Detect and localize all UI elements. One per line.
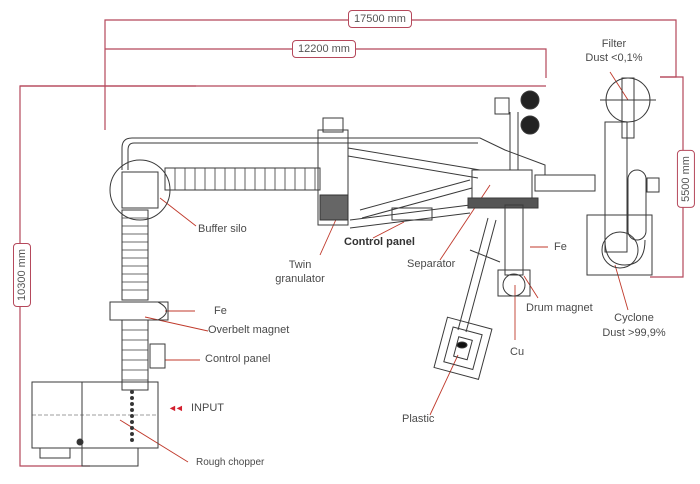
- label-control-panel-top: Control panel: [344, 236, 415, 248]
- label-control-panel-left: Control panel: [205, 353, 271, 365]
- input-arrows-icon: ◄◄: [168, 403, 184, 413]
- label-twin-granulator-line1: Twin: [288, 259, 312, 271]
- label-cyclone-dust: Dust >99,9%: [602, 327, 666, 339]
- label-twin-granulator-line2: granulator: [275, 273, 325, 285]
- label-rough-chopper: Rough chopper: [196, 457, 265, 468]
- drum-conveyor: [504, 204, 524, 276]
- top-pipe: [121, 137, 546, 175]
- buffer-silo-shape: [109, 159, 171, 221]
- label-filter: Filter: [601, 38, 627, 50]
- dimension-total-height: 10300 mm: [12, 243, 31, 307]
- label-overbelt-magnet: Overbelt magnet: [208, 324, 290, 336]
- label-fe-right: Fe: [554, 241, 567, 253]
- cyclone-frame: [586, 214, 653, 276]
- dimension-cyclone-height: 5500 mm: [676, 150, 695, 208]
- dimension-total-width: 17500 mm: [348, 10, 412, 28]
- label-buffer-silo: Buffer silo: [198, 223, 247, 235]
- label-cu: Cu: [510, 346, 525, 358]
- dimension-line-12200: [105, 48, 547, 78]
- label-fe-left: Fe: [214, 305, 227, 317]
- control-panel-left-shape: [149, 343, 166, 369]
- label-drum-magnet: Drum magnet: [526, 302, 593, 314]
- plastic-bin-shape: [433, 316, 493, 380]
- label-plastic: Plastic: [402, 413, 435, 425]
- label-separator: Separator: [407, 258, 456, 270]
- label-filter-dust: Dust <0,1%: [585, 52, 643, 64]
- twin-granulator-shape: [317, 129, 349, 226]
- control-panel-top-shape: [391, 207, 433, 221]
- dimension-partial-width: 12200 mm: [292, 40, 356, 58]
- label-cyclone: Cyclone: [614, 312, 654, 324]
- label-input: INPUT: [191, 402, 224, 414]
- machinery: [31, 77, 660, 467]
- overbelt-magnet-shape: [109, 301, 169, 321]
- separator-shape: [471, 169, 533, 199]
- dimension-line-17500: [104, 19, 677, 130]
